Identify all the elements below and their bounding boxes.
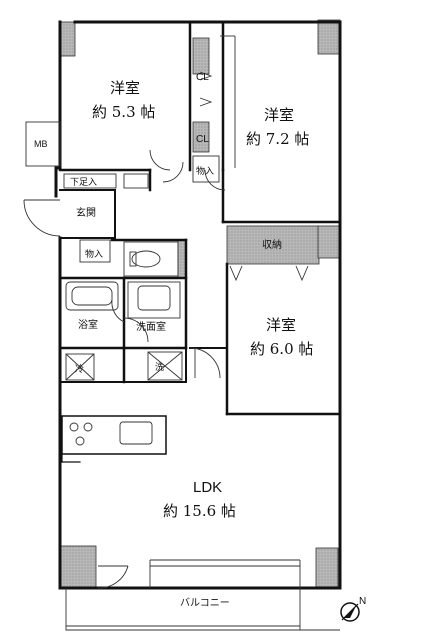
shoe-storage-label: 下足入 [70, 177, 97, 188]
walls [54, 20, 342, 590]
ldk-name: LDK [193, 479, 222, 496]
details [23, 35, 340, 631]
storage-large-label: 収納 [262, 238, 282, 251]
storage-label-1: 物入 [196, 165, 214, 177]
western-room-1-area: 約 5.3 帖 [92, 103, 155, 121]
compass-north-label: N [359, 596, 366, 607]
closet-2-label: CL [196, 134, 209, 145]
structural-columns [59, 19, 341, 589]
bath-label: 浴室 [78, 318, 98, 331]
compass-icon: N [340, 596, 366, 622]
western-room-1-name: 洋室 [110, 79, 140, 97]
western-room-3-name: 洋室 [266, 316, 296, 334]
western-room-2-name: 洋室 [264, 106, 294, 124]
western-room-3-area: 約 6.0 帖 [250, 340, 313, 358]
balcony-label: バルコニー [180, 597, 230, 609]
mb-label: MB [34, 139, 48, 149]
washroom-label: 洗面室 [136, 320, 166, 333]
entrance-label: 玄関 [76, 206, 96, 219]
closet-1-label: CL [196, 72, 209, 83]
washer-label: 洗 [155, 361, 164, 373]
fridge-label: 冷 [75, 363, 84, 375]
western-room-2-area: 約 7.2 帖 [246, 130, 309, 148]
ldk-area: 約 15.6 帖 [163, 502, 236, 520]
storage-label-2: 物入 [85, 248, 103, 260]
